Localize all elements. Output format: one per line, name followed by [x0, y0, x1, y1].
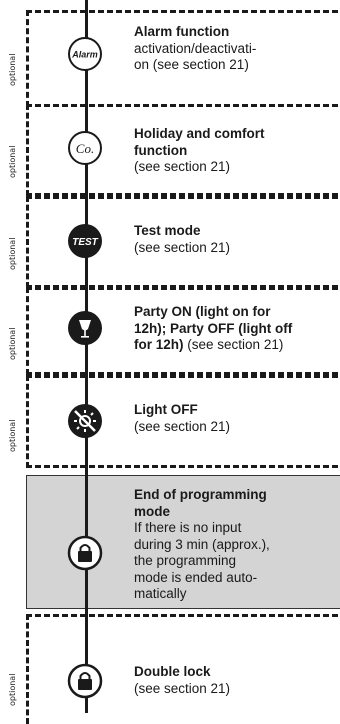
timeline-spine [85, 0, 88, 713]
comfort-badge-icon: Co. [66, 129, 104, 167]
step-title-line: mode [134, 503, 171, 519]
section-box-light-off [26, 375, 340, 468]
step-holiday-comfort: Holiday and comfort function (see sectio… [134, 126, 334, 176]
step-title-line: function [134, 142, 188, 158]
comfort-badge-text: Co. [76, 141, 94, 156]
step-title: Test mode [134, 223, 201, 238]
step-body: (see section 21) [134, 418, 231, 434]
step-body-line: mode is ended auto- [134, 569, 258, 585]
section-box-party [26, 287, 340, 375]
step-title-line: Party ON (light on for [134, 304, 271, 319]
test-badge-text: TEST [72, 237, 98, 248]
step-body-line: activation/deactivati- [134, 40, 257, 56]
step-party: Party ON (light on for 12h); Party OFF (… [134, 304, 334, 354]
step-title-line: for 12h) [134, 337, 184, 352]
optional-label: optional [8, 237, 17, 270]
step-title: Double lock [134, 664, 211, 679]
optional-label: optional [8, 673, 17, 706]
step-alarm: Alarm function activation/deactivati- on… [134, 24, 334, 74]
optional-label: optional [8, 145, 17, 178]
step-body-line: during 3 min (approx.), [134, 536, 270, 552]
step-body-line: If there is no input [134, 520, 242, 535]
optional-label: optional [8, 327, 17, 360]
step-end-programming: End of programming mode If there is no i… [134, 487, 334, 603]
test-badge-icon: TEST [66, 222, 104, 260]
step-body: (see section 21) [134, 239, 231, 255]
step-light-off: Light OFF (see section 21) [134, 402, 334, 435]
step-title: Light OFF [134, 402, 198, 417]
step-body-line: matically [134, 586, 187, 601]
step-title-line: Holiday and comfort [134, 126, 265, 141]
step-double-lock: Double lock (see section 21) [134, 664, 334, 697]
section-box-holiday [26, 104, 340, 196]
alarm-badge-text: Alarm [71, 50, 98, 60]
step-test-mode: Test mode (see section 21) [134, 223, 334, 256]
step-body: (see section 21) [134, 680, 231, 696]
step-body: (see section 21) [134, 159, 231, 174]
optional-label: optional [8, 419, 17, 452]
lock-icon [66, 534, 104, 572]
step-title-line: 12h); Party OFF (light off [134, 320, 293, 336]
section-box-double-lock [26, 614, 340, 724]
party-glass-icon [66, 309, 104, 347]
section-box-test [26, 196, 340, 288]
light-off-icon [66, 402, 104, 440]
step-body-line: the programming [134, 553, 237, 568]
step-body: (see section 21) [187, 337, 284, 352]
double-lock-icon [66, 662, 104, 700]
step-title-line: End of programming [134, 487, 267, 502]
optional-label: optional [8, 53, 17, 86]
step-body-line: on (see section 21) [134, 57, 249, 72]
alarm-badge-icon: Alarm [66, 35, 104, 73]
step-title: Alarm function [134, 24, 230, 39]
